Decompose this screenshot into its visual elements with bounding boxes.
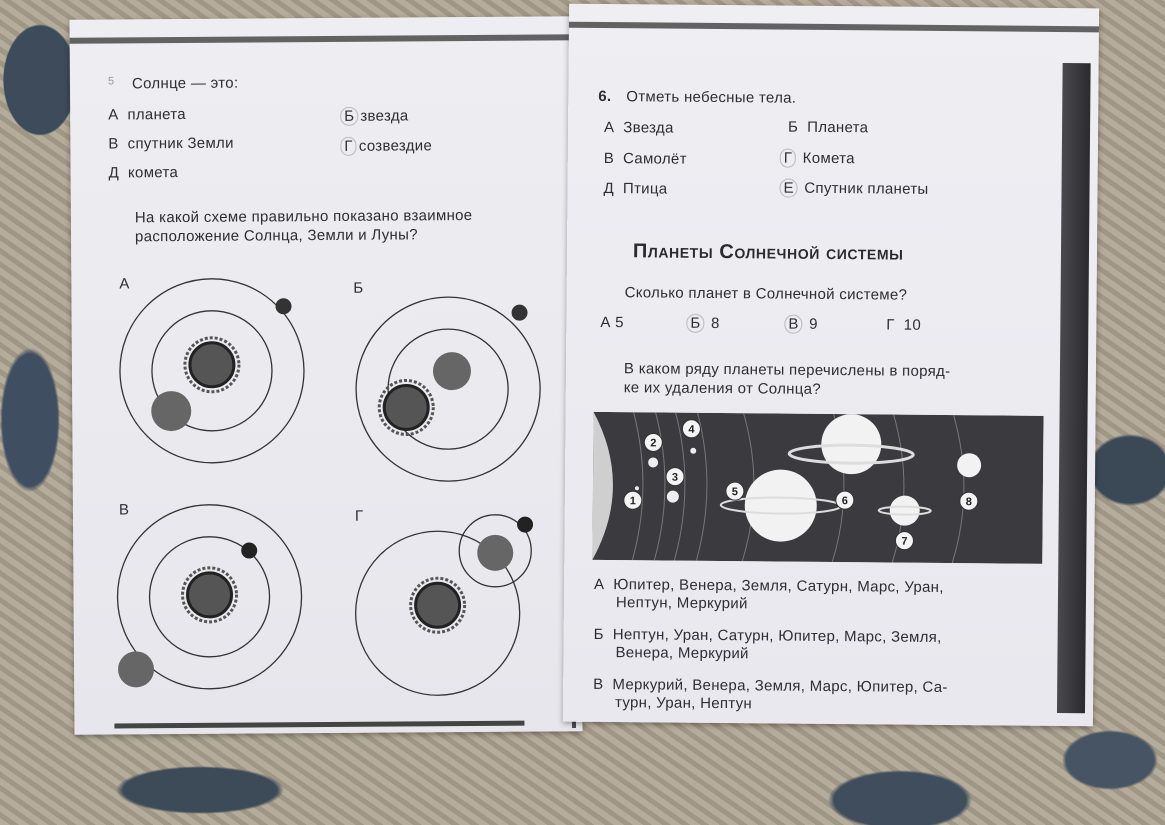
planet-number: 2 [650,437,656,449]
option-v[interactable]: В спутник Земли [108,134,234,153]
scheme-b[interactable] [349,284,550,485]
option-d[interactable]: Д Птица [603,180,668,198]
option-a[interactable]: А планета [108,105,186,124]
planet-number: 5 [732,486,738,498]
question-planet-count: Сколько планет в Солнечной системе? [624,284,908,304]
mars-icon [690,447,697,454]
question-scheme-line2: расположение Солнца, Земли и Луны? [134,226,418,246]
order-answer-a[interactable]: А Юпитер, Венера, Земля, Сатурн, Марс, У… [594,575,944,596]
right-page: 6. Отметь небесные тела. А Звезда Б План… [562,3,1100,727]
venus-icon [648,457,659,468]
question-sun: Солнце — это: [131,74,239,93]
option-a[interactable]: А Звезда [603,119,674,137]
option-b[interactable]: Б Планета [788,118,869,137]
order-answer-a-line2: Нептун, Меркурий [615,594,748,613]
count-option-a[interactable]: А 5 [600,313,624,332]
sun-icon [188,341,236,389]
moon-icon [275,298,292,315]
question-order-line1: В каком ряду планеты перечислены в поряд… [623,360,951,381]
option-e-selected[interactable]: Е Спутник планеты [779,178,929,199]
count-option-b[interactable]: Б 8 [686,313,720,333]
order-answer-v-line2: турн, Уран, Нептун [614,694,753,713]
question-number: 6. [598,87,612,106]
scheme-g[interactable] [349,512,550,703]
planet-number: 1 [630,495,636,507]
sun-icon [414,581,462,629]
question-scheme-line1: На какой схеме правильно показано взаимн… [134,206,473,227]
jupiter-icon [744,469,817,542]
planet-number: 4 [688,424,695,436]
page-bottom-border [114,720,525,729]
earth-icon [118,651,155,688]
mercury-icon [634,486,639,491]
planet-number: 8 [966,496,972,508]
order-answer-b[interactable]: Б Нептун, Уран, Сатурн, Юпитер, Марс, Зе… [593,625,942,646]
moon-icon [241,542,258,559]
order-answer-b-line2: Венера, Меркурий [615,644,749,663]
count-option-g[interactable]: Г 10 [886,316,922,334]
earth-icon [477,534,514,571]
planet-number: 6 [842,495,848,507]
planet-number: 3 [672,472,678,484]
question-celestial: Отметь небесные тела. [626,88,797,107]
planet-number: 7 [901,536,907,548]
earth-icon [432,352,471,391]
section-title: Планеты Солнечной системы [632,240,904,265]
scheme-v[interactable] [113,496,314,697]
count-option-v[interactable]: В 9 [784,314,818,334]
option-d[interactable]: Д комета [108,164,179,182]
order-answer-v[interactable]: В Меркурий, Венера, Земля, Марс, Юпитер,… [593,675,948,697]
solar-system-image: 1 2 3 4 5 6 7 8 [592,411,1044,564]
sun-icon [186,571,234,619]
page-top-border [568,21,1099,33]
neptune-icon [957,453,982,478]
earth-icon [666,490,679,503]
question-number: 5 [107,75,115,88]
page-top-border [69,34,578,44]
uranus-icon [889,495,920,526]
page-edge-strip [1056,63,1091,714]
scheme-a[interactable] [115,268,316,469]
option-g-selected[interactable]: Г Комета [779,148,855,169]
earth-icon [151,391,192,432]
sun-icon [382,383,430,431]
moon-icon [517,516,534,533]
question-order-line2: ке их удаления от Солнца? [623,379,822,398]
sun-icon [592,411,613,560]
moon-icon [511,304,528,321]
option-v[interactable]: В Самолёт [603,150,687,168]
